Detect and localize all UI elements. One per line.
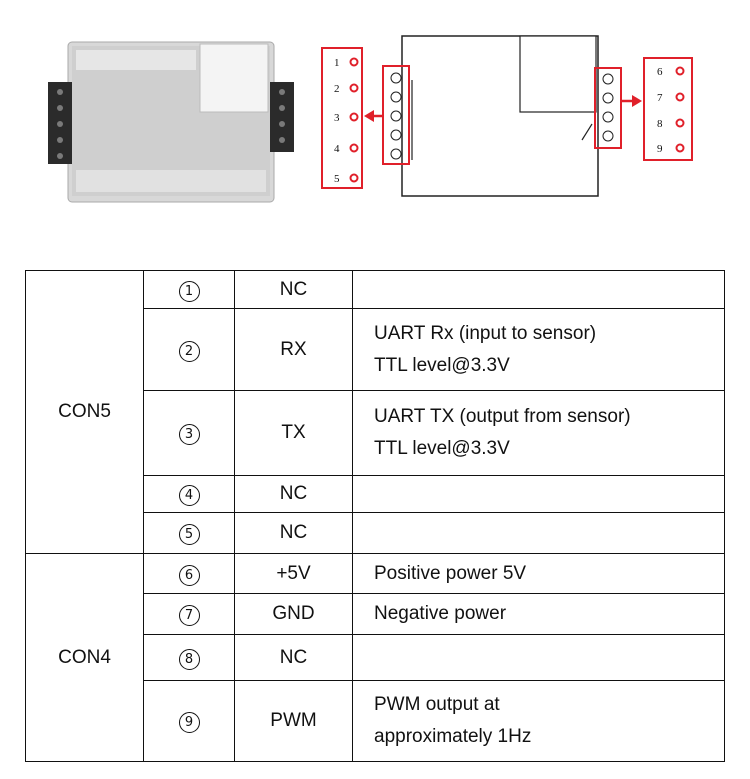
con5-pin-label-5: 5 [334, 173, 340, 185]
pin-description-line: TTL level@3.3V [374, 354, 510, 376]
pin-name: PWM [234, 680, 353, 762]
table-row: 3 TX UART TX (output from sensor) TTL le… [26, 390, 725, 476]
con5-pin-label-3: 3 [334, 112, 340, 124]
con4-pin-label-7: 7 [657, 92, 663, 104]
sensor-outline-drawing [364, 35, 642, 197]
pin-number: 7 [178, 605, 200, 626]
pin-definition-table: CON5 1 NC 2 RX UART Rx (input to sensor)… [25, 270, 725, 762]
pin-description: UART TX (output from sensor) TTL level@3… [352, 390, 725, 476]
table-row: CON4 6 +5V Positive power 5V [25, 553, 725, 762]
pin-description: PWM output at approximately 1Hz [352, 680, 725, 762]
con5-callout: 1 2 3 4 5 [321, 47, 363, 189]
con5-pin-label-4: 4 [334, 143, 340, 155]
pin-number: 4 [178, 485, 200, 506]
sensor-module-photo [48, 41, 294, 203]
pin-description [352, 270, 725, 309]
pin-name: NC [234, 512, 353, 554]
con4-pin-label-9: 9 [657, 143, 663, 155]
pin-number: 8 [178, 648, 200, 670]
con5-pin-label-1: 1 [334, 57, 340, 69]
table-row: CON5 1 NC [25, 270, 725, 554]
con5-pin-label-2: 2 [334, 83, 340, 95]
pin-name: NC [234, 475, 353, 513]
pin-number: 6 [178, 564, 200, 586]
pin-description-line: approximately 1Hz [374, 726, 532, 747]
pin-description-line: TTL level@3.3V [374, 438, 510, 459]
pin-number: 2 [178, 340, 200, 362]
pin-description-line: UART TX (output from sensor) [374, 406, 631, 427]
con4-pin-label-8: 8 [657, 118, 663, 130]
pin-description-line: Negative power [374, 603, 507, 624]
pin-number: 9 [178, 712, 200, 733]
con5-group-label: CON5 [25, 270, 144, 554]
pin-number: 5 [178, 524, 200, 545]
table-row: 8 NC [26, 634, 725, 681]
con4-group-label: CON4 [25, 553, 144, 762]
table-row: 7 GND Negative power [26, 593, 725, 635]
pin-name: +5V [234, 553, 353, 594]
sensor-pinout-figure: 1 2 3 4 5 6 7 8 9 [48, 35, 693, 203]
pin-name: GND [234, 593, 353, 635]
pin-number: 1 [178, 280, 200, 302]
pin-description [352, 475, 725, 513]
pin-description: Positive power 5V [352, 553, 725, 594]
pin-description [352, 634, 725, 681]
table-row: 9 PWM PWM output at approximately 1Hz [26, 680, 725, 762]
table-row: 4 NC [26, 475, 725, 513]
pin-description-line: UART Rx (input to sensor) [374, 322, 597, 344]
pin-description [352, 512, 725, 554]
table-row: 2 RX UART Rx (input to sensor) TTL level… [26, 308, 725, 391]
con4-callout: 6 7 8 9 [643, 57, 693, 161]
pin-description: Negative power [352, 593, 725, 635]
pin-name: RX [234, 308, 353, 391]
pin-name: NC [234, 634, 353, 681]
pin-number: 3 [178, 424, 200, 445]
table-row: 5 NC [26, 512, 725, 554]
pin-name: NC [234, 270, 353, 309]
pin-description: UART Rx (input to sensor) TTL level@3.3V [352, 308, 725, 391]
pin-description-line: PWM output at [374, 694, 500, 715]
pin-description-line: Positive power 5V [374, 562, 527, 584]
con4-pin-label-6: 6 [657, 66, 663, 78]
pin-name: TX [234, 390, 353, 476]
